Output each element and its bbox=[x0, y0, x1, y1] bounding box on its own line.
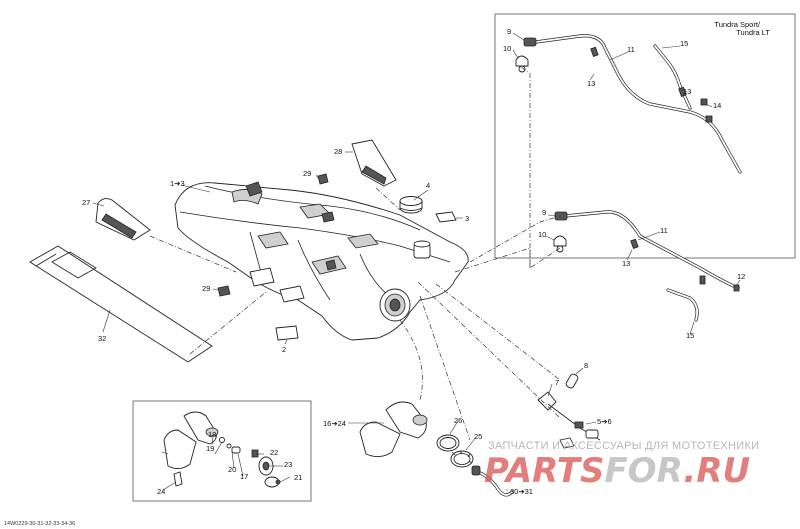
watermark-logo-end: .RU bbox=[683, 451, 750, 491]
variant-frame bbox=[494, 13, 796, 259]
watermark-logo: PARTSFOR.RU bbox=[484, 451, 750, 491]
callout-9-upper: 9 bbox=[507, 27, 511, 36]
check-valve-lower bbox=[553, 211, 568, 253]
callout-27: 27 bbox=[82, 198, 90, 207]
fuel-line-30-31 bbox=[471, 465, 514, 497]
callout-11-upper: 11 bbox=[627, 45, 635, 54]
callout-17: 17 bbox=[240, 472, 248, 481]
callout-21: 21 bbox=[294, 473, 302, 482]
callout-11-lower: 11 bbox=[660, 226, 668, 235]
pump-detail-frame bbox=[132, 400, 312, 502]
callout-24: 24 bbox=[157, 487, 165, 496]
fuel-gauge-plate bbox=[435, 211, 457, 223]
callout-10-lower: 10 bbox=[538, 230, 546, 239]
callout-28: 28 bbox=[334, 147, 342, 156]
callout-13-extra: 13 bbox=[683, 87, 691, 96]
callout-3: 3 bbox=[465, 214, 469, 223]
protector-pad-27 bbox=[95, 198, 151, 241]
watermark-text: ЗАПЧАСТИ И АКСЕССУАРЫ ДЛЯ МОТОТЕХНИКИ bbox=[488, 440, 759, 452]
callouts: 1➔3 2 3 4 5➔6 7 8 9 9 10 10 11 11 12 13 … bbox=[82, 27, 745, 496]
rivet-29-top bbox=[317, 173, 329, 185]
callout-22: 22 bbox=[270, 448, 278, 457]
fuel-cap bbox=[399, 196, 423, 214]
vent-hose-lower bbox=[563, 210, 740, 322]
callout-10-upper: 10 bbox=[503, 44, 511, 53]
callout-18: 18 bbox=[208, 430, 216, 439]
callout-4: 4 bbox=[426, 181, 430, 190]
reference-lines bbox=[92, 32, 741, 491]
callout-25: 25 bbox=[474, 432, 482, 441]
callout-5-6: 5➔6 bbox=[597, 417, 612, 426]
fuel-tank bbox=[174, 181, 469, 341]
fuel-pump-exploded bbox=[161, 411, 281, 488]
callout-8: 8 bbox=[584, 361, 588, 370]
watermark: ЗАПЧАСТИ И АКСЕССУАРЫ ДЛЯ МОТОТЕХНИКИ PA… bbox=[484, 440, 759, 491]
callout-13-upper: 13 bbox=[587, 79, 595, 88]
rollover-valve-7 bbox=[537, 373, 579, 411]
callout-16-24: 16➔24 bbox=[323, 419, 346, 428]
callout-12: 12 bbox=[737, 272, 745, 281]
callout-14: 14 bbox=[713, 101, 721, 110]
fitting-5-6 bbox=[547, 403, 601, 449]
callout-29-top: 29 bbox=[303, 169, 311, 178]
callout-20: 20 bbox=[228, 465, 236, 474]
callout-15-upper: 15 bbox=[680, 39, 688, 48]
callout-29-left: 29 bbox=[202, 284, 210, 293]
callout-15-lower: 15 bbox=[686, 331, 694, 340]
label-decal-2 bbox=[275, 325, 299, 341]
callout-9-lower: 9 bbox=[542, 208, 546, 217]
callout-30-31: 30➔31 bbox=[510, 487, 533, 496]
variant-label-line1: Tundra Sport/ bbox=[714, 20, 760, 29]
callout-19: 19 bbox=[206, 444, 214, 453]
callout-1-3: 1➔3 bbox=[170, 179, 185, 188]
lock-ring-25 bbox=[450, 450, 474, 468]
foam-strip-32 bbox=[29, 245, 213, 363]
callout-26: 26 bbox=[454, 416, 462, 425]
callout-2: 2 bbox=[282, 345, 286, 354]
diagram-code: 14W0229-30-31-32-33-34-36 bbox=[4, 521, 75, 527]
rivet-29-left bbox=[217, 285, 231, 297]
fuel-pump-assembly bbox=[359, 401, 428, 457]
watermark-logo-red: PARTS bbox=[484, 451, 604, 491]
pump-gasket-26 bbox=[436, 434, 460, 452]
check-valve-upper bbox=[515, 37, 537, 73]
callout-23: 23 bbox=[284, 460, 292, 469]
vent-hose-upper bbox=[534, 34, 742, 174]
variant-label-line2: Tundra LT bbox=[736, 28, 770, 37]
callout-13-lower: 13 bbox=[622, 259, 630, 268]
callout-32: 32 bbox=[98, 334, 106, 343]
callout-7: 7 bbox=[555, 378, 559, 387]
watermark-logo-gray: FOR bbox=[604, 451, 683, 491]
heat-shield-28 bbox=[351, 139, 397, 187]
